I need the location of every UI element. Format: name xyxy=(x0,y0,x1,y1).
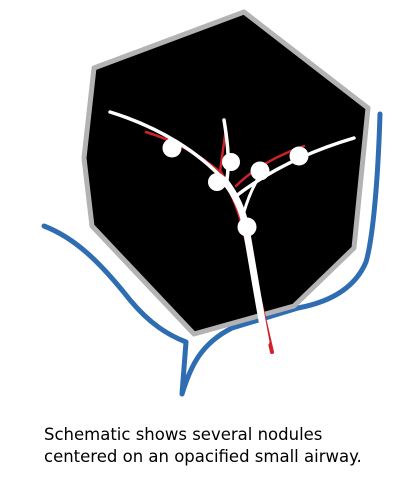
pleura-septum xyxy=(41,111,383,397)
nodule xyxy=(237,217,257,237)
centrilobular-nodules xyxy=(162,138,309,237)
nodule xyxy=(222,153,240,171)
caption-line-2: centered on an opacified small airway. xyxy=(44,447,362,466)
nodule xyxy=(162,138,182,158)
nodule xyxy=(208,173,226,191)
caption-line-1: Schematic shows several nodules xyxy=(44,425,323,444)
figure-caption: Schematic shows several nodules centered… xyxy=(44,424,396,468)
nodule xyxy=(250,161,270,181)
nodule xyxy=(289,146,309,166)
schematic-figure xyxy=(41,9,383,397)
